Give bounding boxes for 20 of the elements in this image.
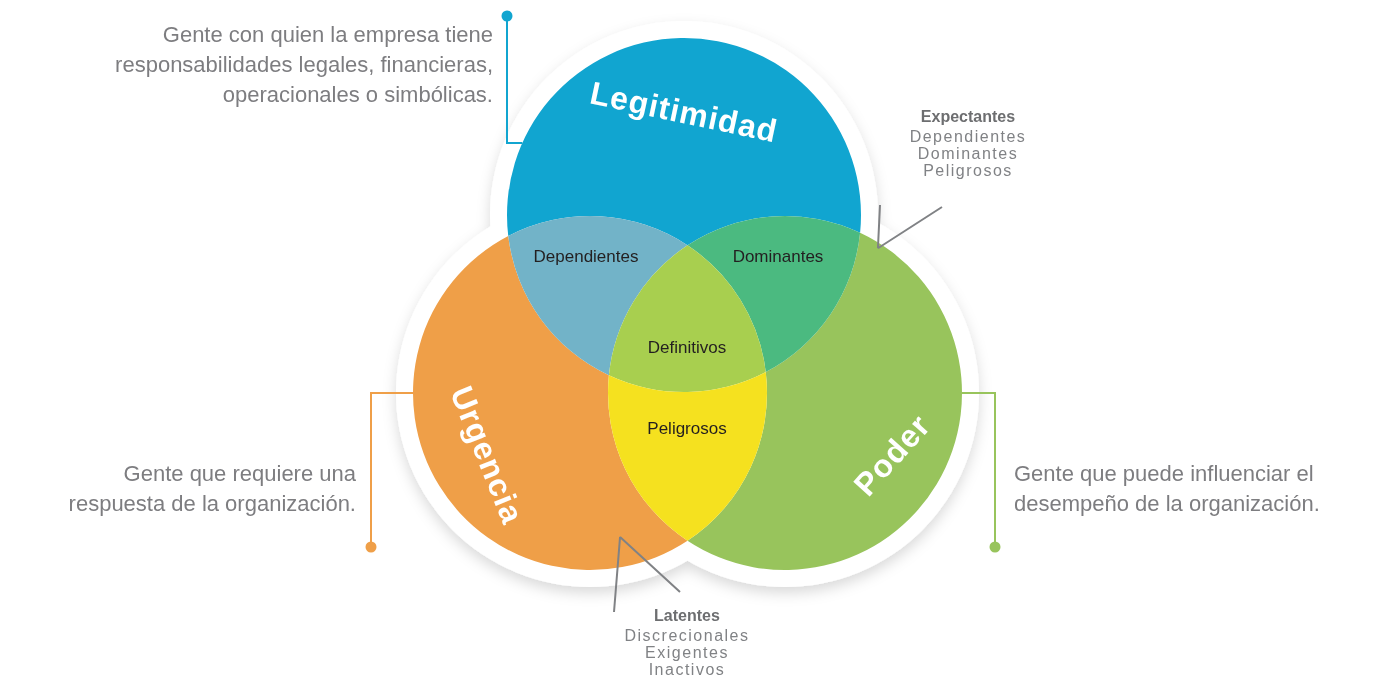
callout-text: Gente que puede influenciar el desempeño de la organización. [1014, 459, 1359, 519]
region-label: Definitivos [647, 335, 727, 361]
callout-text: Gente con quien la empresa tiene responsabilidades legales, financieras, operacionales o simbólicas. [108, 20, 493, 110]
region-label: Peligrosos [647, 416, 727, 442]
callout-text: Gente que requiere una respuesta de la organización. [66, 459, 356, 519]
group-item: Dominantes [917, 145, 1019, 162]
group-item: Exigentes [645, 644, 729, 661]
pointer-line [876, 204, 943, 250]
group-item: Dependientes [909, 128, 1027, 145]
region-label: Dependientes [533, 244, 639, 270]
group-item: Peligrosos [923, 162, 1013, 179]
leader-line [365, 392, 414, 553]
group-title: Latentes [654, 606, 720, 626]
leader-line [961, 392, 1001, 553]
group-title: Expectantes [920, 107, 1016, 127]
group-item: Discrecionales [624, 627, 750, 644]
region-label: Dominantes [732, 244, 824, 270]
group-item: Inactivos [648, 661, 726, 678]
pointer-line [613, 535, 681, 613]
leader-line [501, 10, 524, 144]
